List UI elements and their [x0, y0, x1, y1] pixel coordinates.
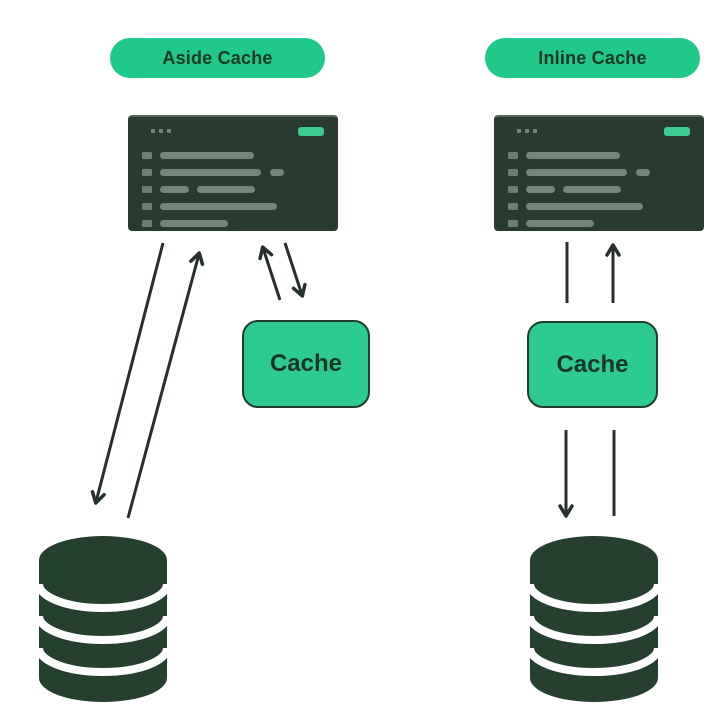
window-dot-icon [159, 129, 163, 133]
arrow-db-to-app [126, 251, 205, 519]
app-window-aside [128, 115, 338, 231]
window-button-icon [664, 126, 690, 136]
code-line [142, 186, 324, 193]
code-line [508, 220, 690, 227]
database-icon [38, 536, 168, 702]
code-line [142, 203, 324, 210]
aside-cache-title: Aside Cache [110, 38, 325, 78]
cache-node-inline: Cache [527, 321, 658, 408]
code-line [142, 220, 324, 227]
code-line [142, 169, 324, 176]
window-titlebar [142, 126, 324, 136]
window-dot-icon [525, 129, 529, 133]
cache-node-label: Cache [556, 350, 629, 378]
window-button-icon [298, 126, 324, 136]
aside-cache-title-text: Aside Cache [162, 47, 273, 68]
window-dots-icon [517, 129, 537, 133]
window-dot-icon [151, 129, 155, 133]
inline-cache-title: Inline Cache [485, 38, 700, 78]
app-window-inline [494, 115, 704, 231]
code-lines [508, 152, 690, 227]
window-titlebar [508, 126, 690, 136]
code-lines [142, 152, 324, 227]
cache-node-aside: Cache [242, 320, 370, 408]
window-dot-icon [517, 129, 521, 133]
code-line [142, 152, 324, 159]
code-line [508, 203, 690, 210]
window-dots-icon [151, 129, 171, 133]
inline-cache-title-text: Inline Cache [538, 47, 647, 68]
window-dot-icon [167, 129, 171, 133]
cache-node-label: Cache [269, 350, 343, 377]
database-icon [529, 536, 659, 702]
window-dot-icon [533, 129, 537, 133]
code-line [508, 186, 690, 193]
arrow-cache-to-app [258, 245, 282, 301]
code-line [508, 169, 690, 176]
arrow-app-to-cache [283, 242, 307, 298]
code-line [508, 152, 690, 159]
arrow-app-to-db [90, 242, 165, 505]
